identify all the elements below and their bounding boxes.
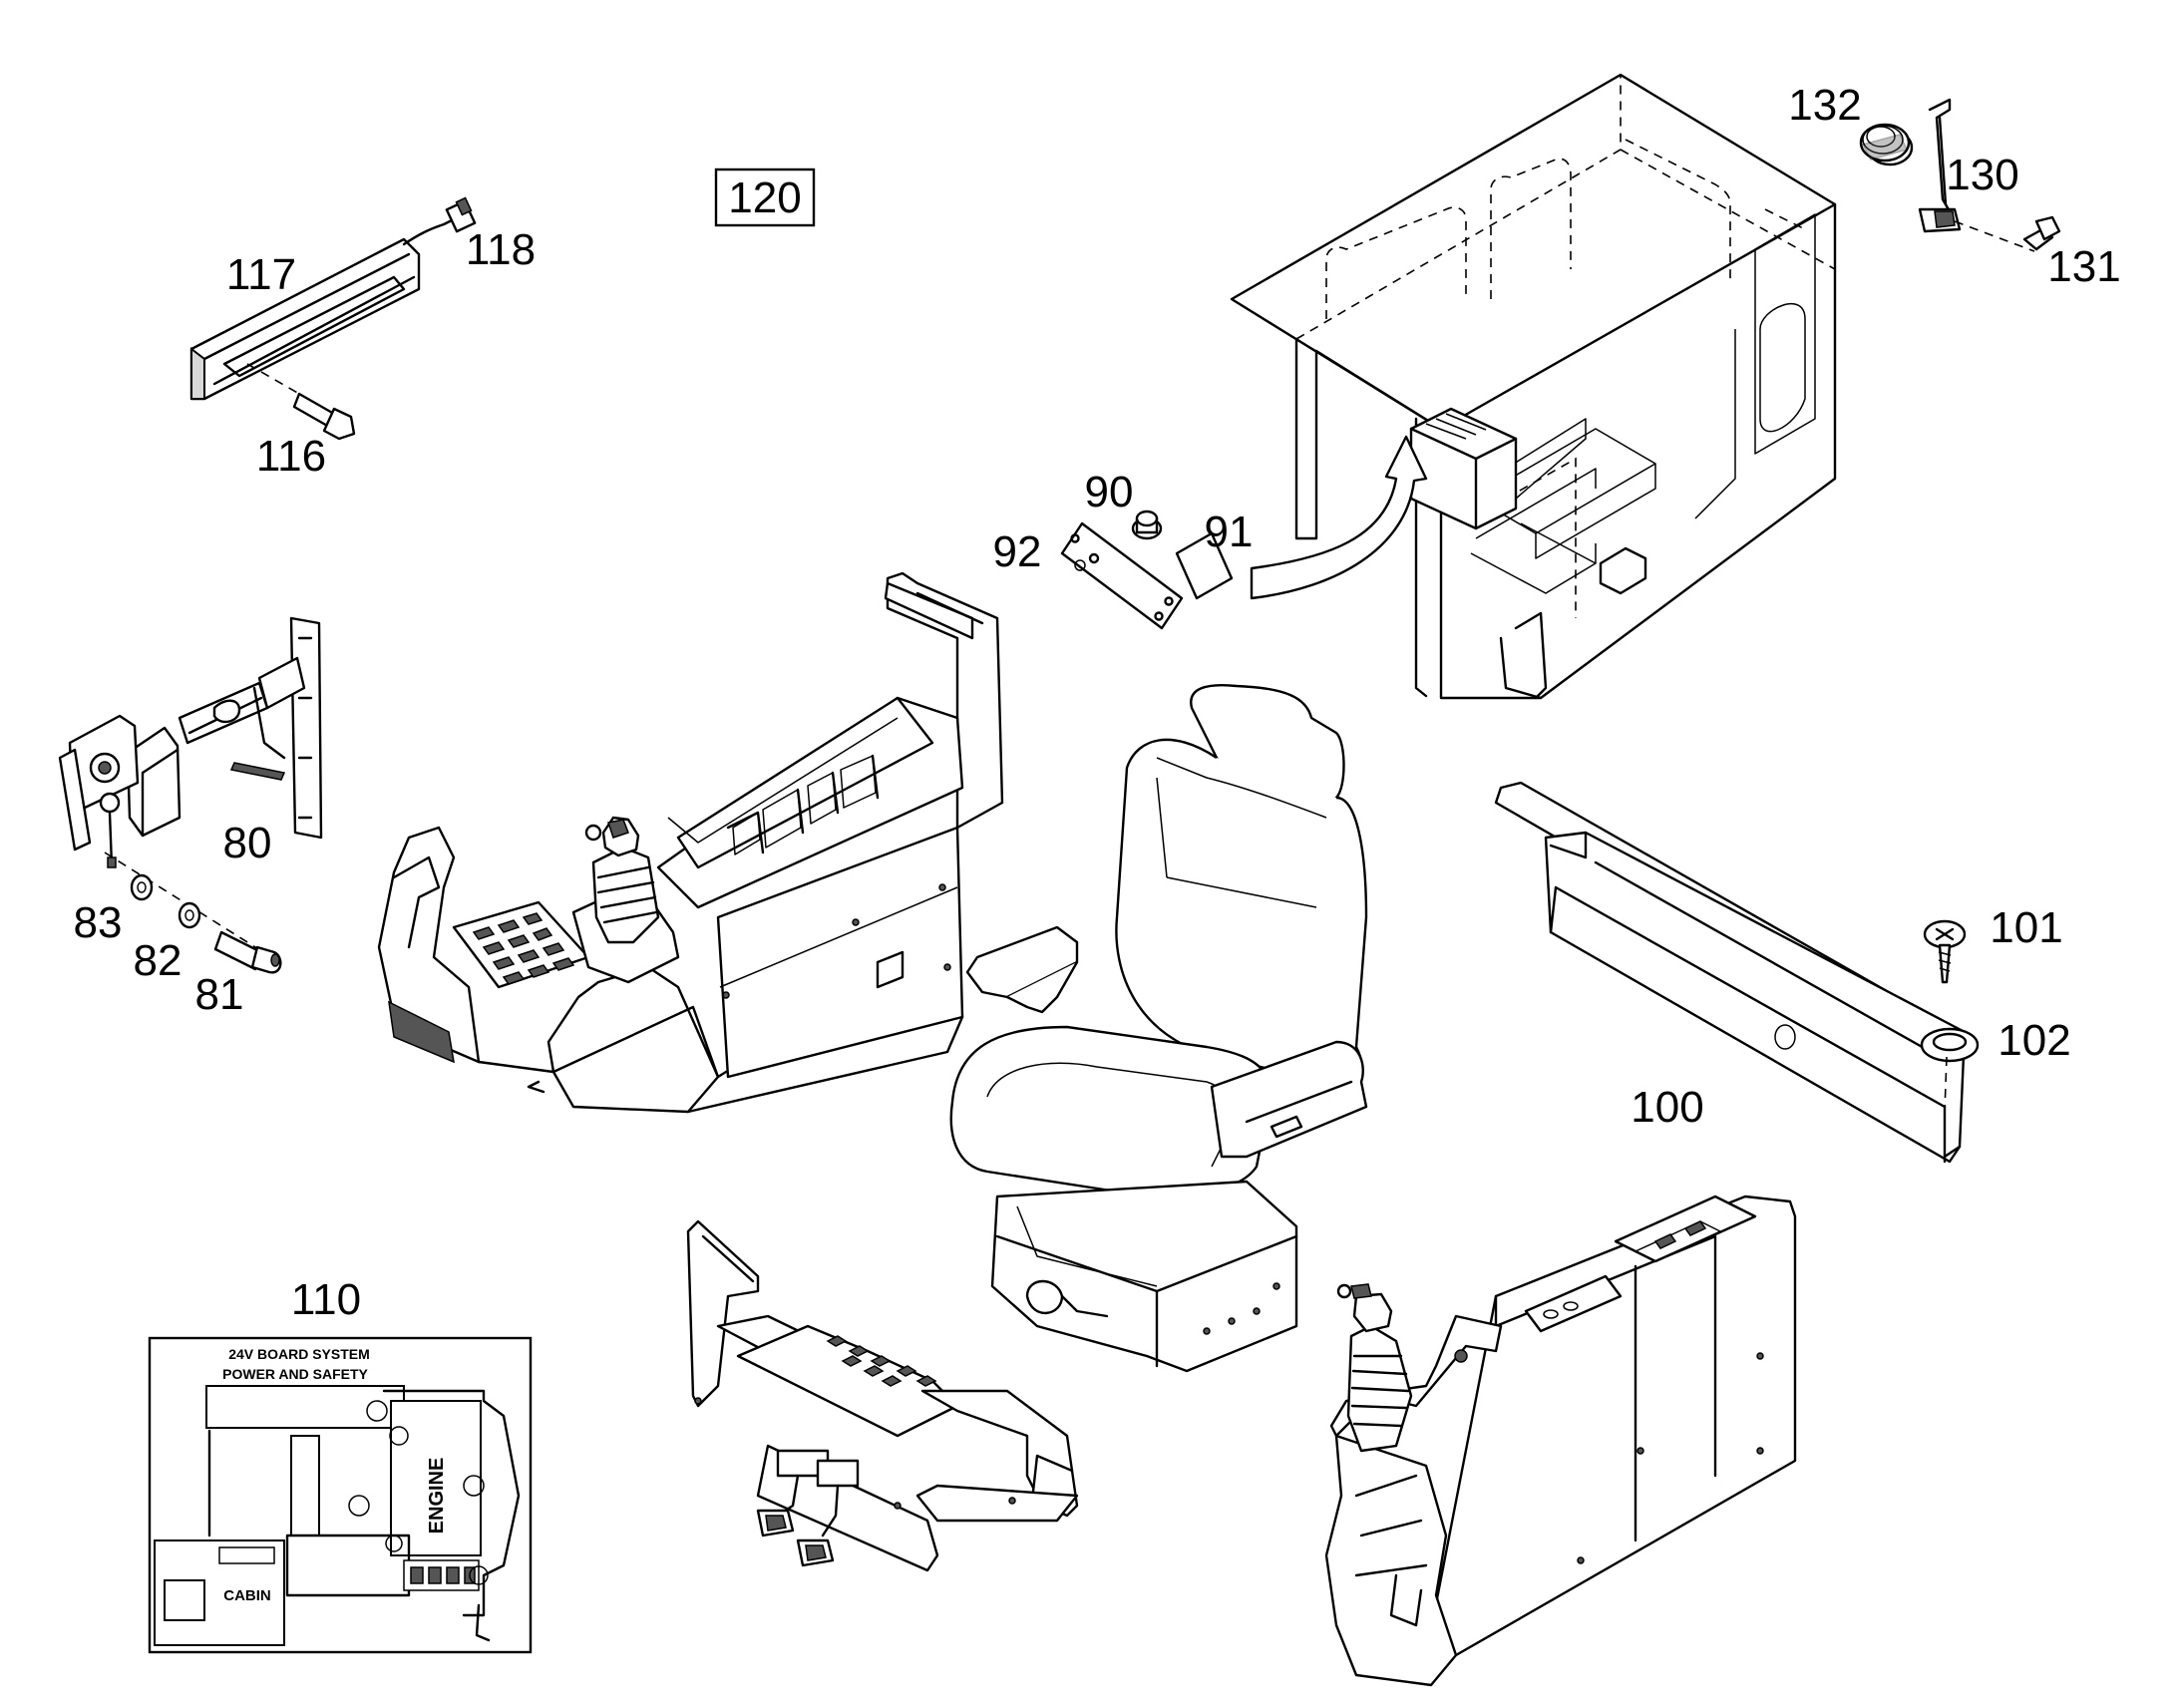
label-81: 81: [195, 970, 244, 1019]
label-100: 100: [1631, 1083, 1703, 1132]
part-130-antenna: [1918, 98, 2035, 252]
part-92-cover-plate: [1060, 521, 1184, 630]
label-92: 92: [993, 527, 1042, 576]
label-83: 83: [74, 898, 123, 947]
label-101: 101: [1990, 903, 2062, 952]
part-131-screw: [2022, 215, 2061, 251]
label-118: 118: [466, 225, 536, 274]
part-117-light-bar: [189, 237, 421, 401]
part-100-rail: [1494, 781, 1967, 1164]
label-117: 117: [226, 250, 296, 299]
part-102-washer: [1920, 1027, 1980, 1113]
sticker-cabin-label: CABIN: [223, 1587, 271, 1604]
label-90: 90: [1085, 468, 1134, 516]
part-132-grommet: [1859, 123, 1914, 167]
label-91: 91: [1205, 508, 1254, 556]
part-101-screw: [1923, 919, 1967, 984]
label-116: 116: [256, 432, 326, 481]
part-120-box: [714, 168, 816, 227]
right-console: [1324, 1195, 1797, 1687]
label-102: 102: [1998, 1016, 2070, 1065]
sticker-title-line2: POWER AND SAFETY: [222, 1366, 368, 1382]
part-81-screw: [213, 930, 282, 974]
sticker-engine-label: ENGINE: [426, 1458, 448, 1535]
label-130: 130: [1946, 151, 2018, 199]
keypad-keys: [472, 912, 575, 985]
part-110-sticker: 24V BOARD SYSTEM POWER AND SAFETY ENGINE…: [148, 1336, 533, 1654]
cabin-frame: [1230, 73, 1837, 700]
label-131: 131: [2047, 242, 2120, 291]
sticker-title-line1: 24V BOARD SYSTEM: [228, 1346, 370, 1362]
pedal-treads: [826, 1335, 937, 1387]
part-number-labels: 117 118 116 120 132 130 131 90 91 92 80 …: [74, 81, 2121, 1324]
label-120: 120: [728, 173, 801, 222]
operator-seat: [949, 684, 1368, 1373]
label-82: 82: [134, 936, 182, 985]
part-82-washer: [178, 901, 201, 929]
part-118-connector: [402, 196, 477, 246]
part-90-plug: [1131, 510, 1163, 540]
install-arrow: [1250, 435, 1428, 600]
label-80: 80: [223, 819, 272, 867]
pedal-assembly: [686, 1219, 1079, 1572]
part-91-gasket: [1175, 531, 1234, 600]
part-116-bolt: [246, 363, 356, 441]
left-console: [377, 571, 1004, 1114]
label-110: 110: [291, 1275, 361, 1324]
label-132: 132: [1788, 81, 1861, 130]
part-80-monitor-arm: [58, 616, 323, 868]
